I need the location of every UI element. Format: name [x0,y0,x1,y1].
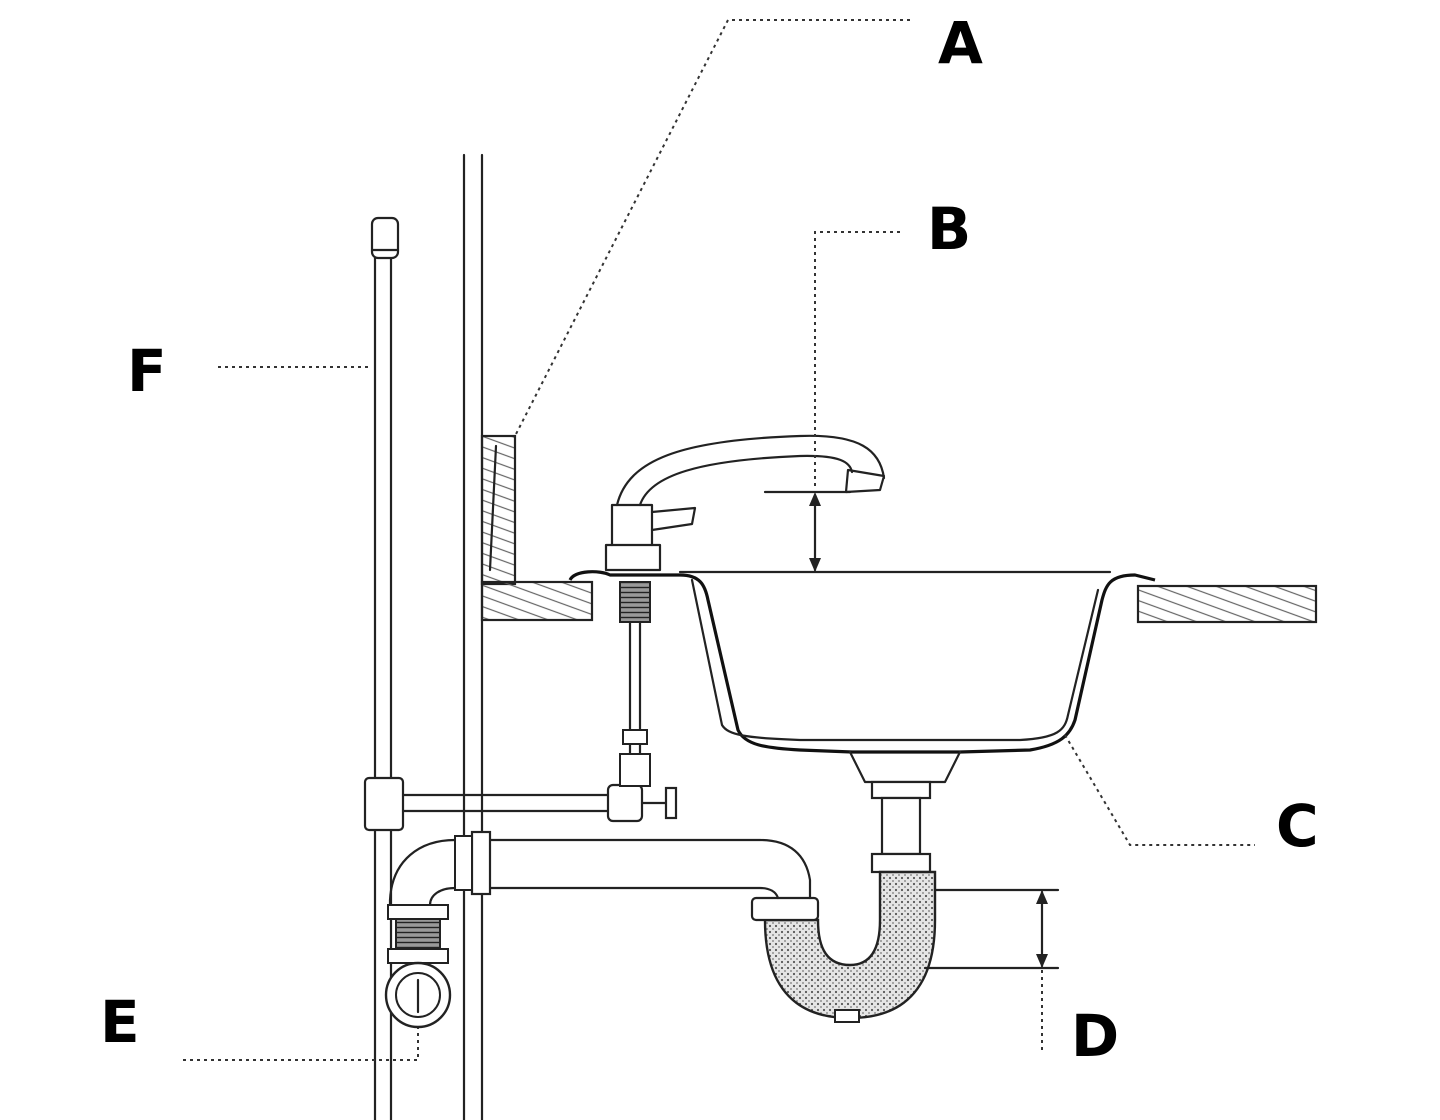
faucet-gap-dimension [763,490,852,572]
cleanout [384,904,452,1029]
drain-tailpiece [848,750,962,874]
label-e: E [100,988,140,1056]
faucet [604,434,886,572]
wall [462,153,484,1120]
sink-basin [568,570,1156,754]
trap-seal-dimension [923,888,1060,970]
label-f: F [127,337,167,405]
countertop-left [480,580,594,622]
label-b: B [927,195,972,263]
label-c: C [1276,792,1319,860]
p-trap [750,870,937,1023]
leader-lines [183,19,1255,1061]
label-d: D [1071,1002,1120,1070]
tap-riser [619,581,651,787]
waste-arm [388,830,812,907]
backsplash [480,434,517,586]
label-a: A [938,9,983,77]
supply-line [363,753,678,832]
countertop-right [1136,584,1318,624]
